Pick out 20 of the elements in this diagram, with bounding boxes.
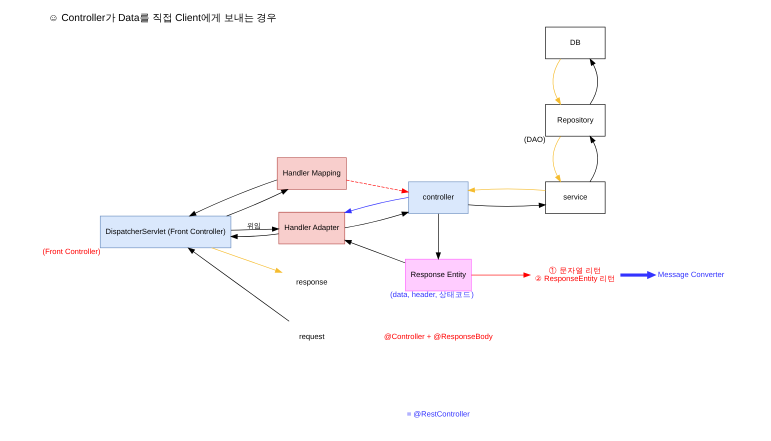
arrow — [343, 240, 405, 264]
arrow — [188, 180, 277, 216]
arrow — [620, 270, 656, 280]
arrow — [467, 202, 546, 208]
arrow — [589, 136, 598, 182]
arrow — [346, 180, 409, 194]
arrow — [186, 247, 289, 322]
arrow — [589, 58, 598, 105]
arrow — [470, 272, 531, 278]
arrow — [344, 212, 409, 228]
arrow — [210, 248, 282, 273]
diagram-title: ☺ Controller가 Data를 직접 Client에게 보내는 경우 — [48, 13, 276, 24]
arrow — [230, 226, 280, 232]
arrow — [230, 234, 278, 240]
arrow — [466, 187, 546, 193]
arrow — [552, 136, 561, 182]
arrow — [343, 197, 408, 214]
arrow — [435, 213, 440, 260]
arrow — [552, 58, 561, 106]
arrow — [226, 189, 288, 216]
